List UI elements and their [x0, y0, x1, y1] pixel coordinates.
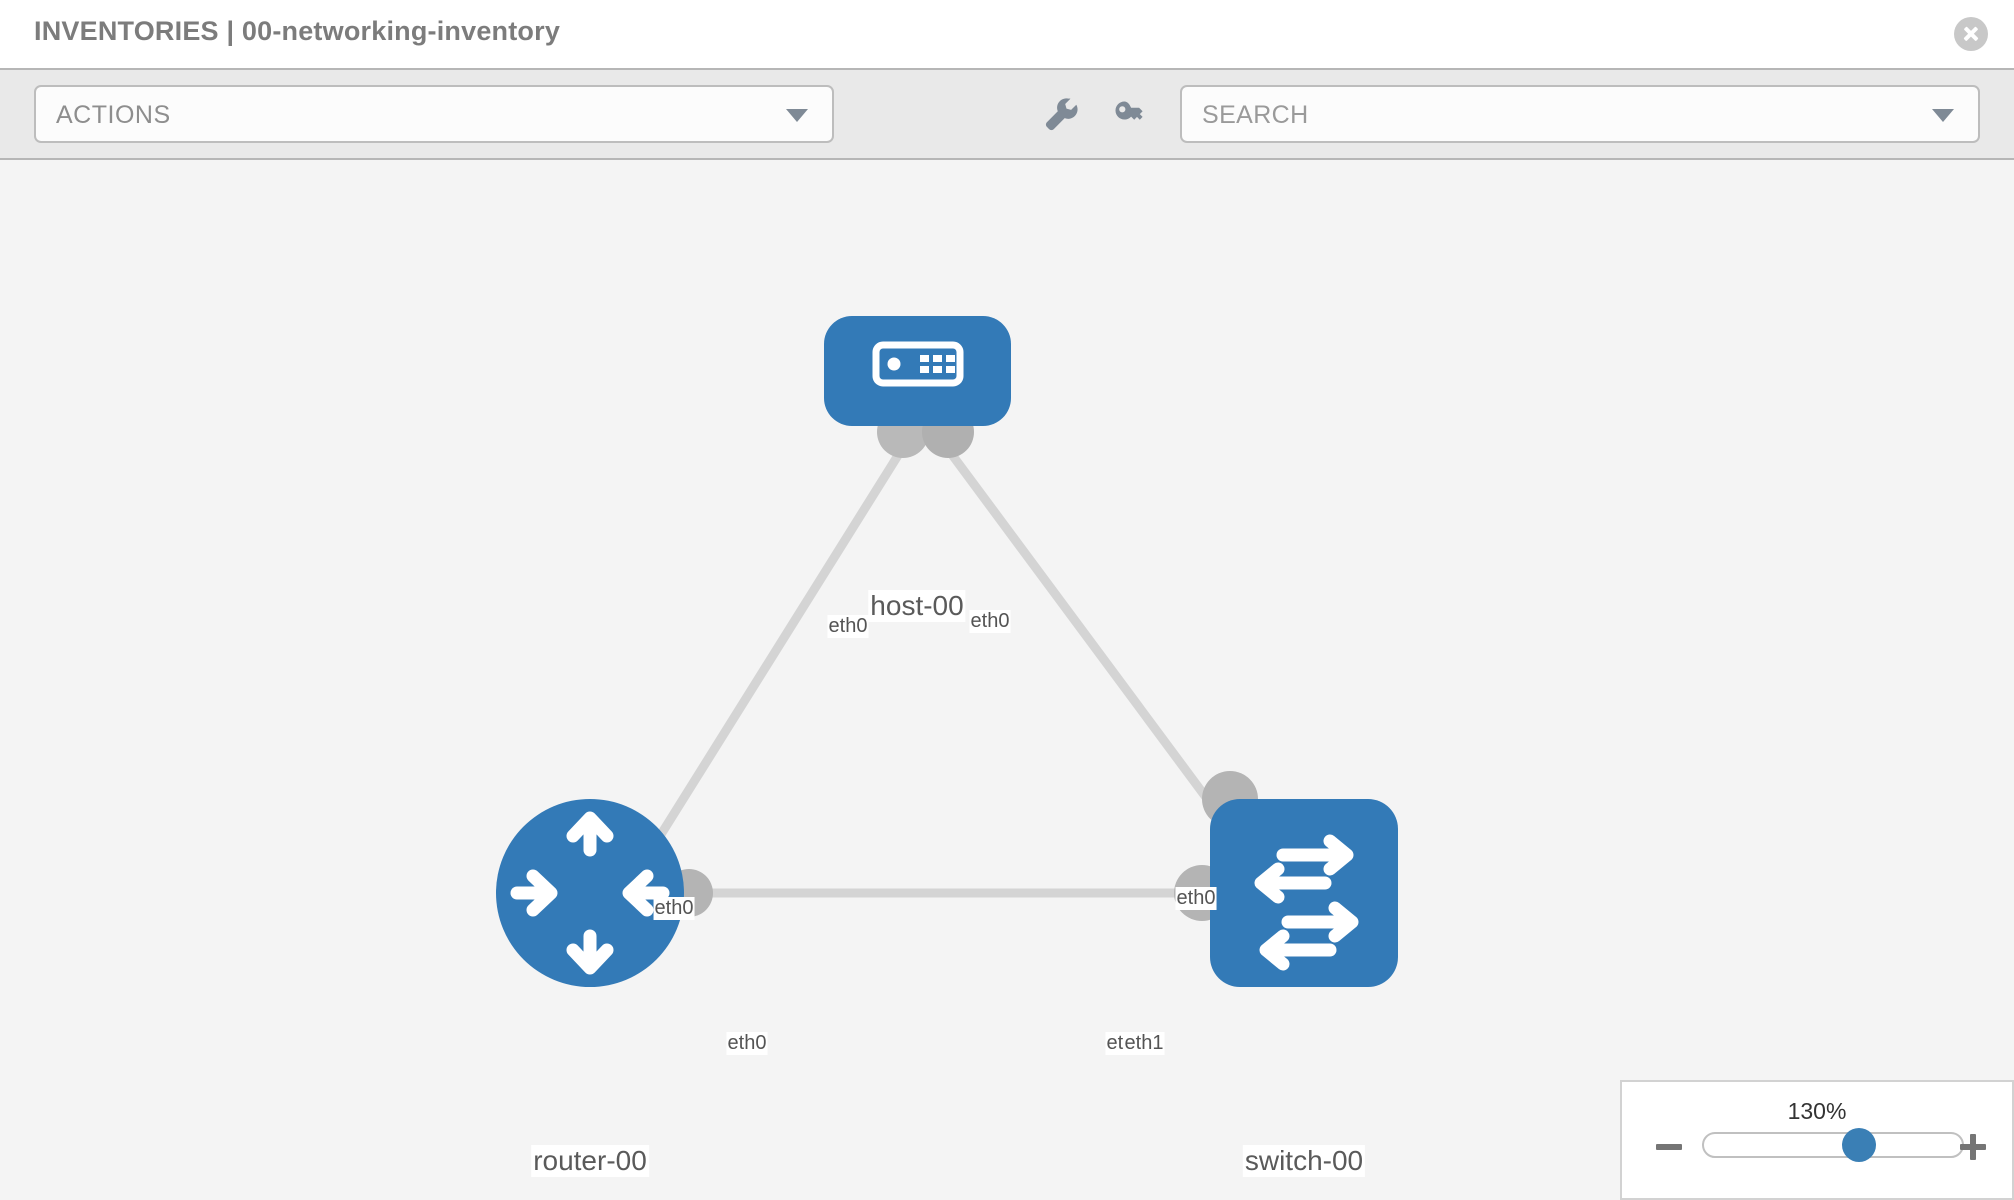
minus-icon[interactable]: [1652, 1130, 1686, 1164]
actions-dropdown-label: ACTIONS: [56, 101, 171, 129]
wrench-icon[interactable]: [1040, 92, 1084, 136]
router-arrows-icon: [510, 811, 670, 975]
zoom-slider-thumb[interactable]: [1841, 1128, 1876, 1162]
node-switch-00: [1210, 799, 1398, 987]
node-label-router-00: router-00: [531, 1145, 649, 1177]
actions-dropdown[interactable]: ACTIONS: [34, 85, 834, 143]
iface-label-host00-to-router00: eth0: [827, 615, 869, 638]
iface-label-switch00-to-host00: eth0: [1175, 887, 1217, 910]
link-host00-router00: [641, 422, 921, 863]
zoom-slider[interactable]: [1702, 1128, 1964, 1162]
iface-label-router00-to-host00: eth0: [653, 897, 695, 920]
close-icon[interactable]: [1954, 17, 1988, 51]
topology-canvas[interactable]: host-00 router-00 switch-00 eth0 eth0 et…: [0, 160, 2014, 1200]
search-input[interactable]: SEARCH: [1180, 85, 1980, 143]
node-label-switch-00: switch-00: [1242, 1145, 1366, 1177]
topology-links: [641, 422, 1249, 898]
plus-icon[interactable]: [1956, 1130, 1990, 1164]
server-icon: [872, 341, 964, 387]
node-host-00: [824, 316, 1011, 426]
page-title: INVENTORIES | 00-networking-inventory: [34, 16, 561, 46]
node-router-00: [496, 799, 684, 987]
iface-label-switch00-eth1: eth1: [1123, 1032, 1165, 1055]
interface-nubs: [665, 406, 1258, 921]
search-placeholder: SEARCH: [1202, 101, 1309, 129]
topology-graph: [496, 316, 1398, 987]
zoom-control-panel: 130%: [1620, 1080, 2014, 1200]
toolbar: ACTIONS SEARCH: [0, 68, 2014, 160]
zoom-level-value: 130%: [1787, 1098, 1847, 1124]
key-icon[interactable]: [1108, 92, 1152, 136]
link-host00-switch00: [926, 422, 1249, 853]
iface-label-host00-to-switch00: eth0: [969, 610, 1011, 633]
page-header: INVENTORIES | 00-networking-inventory: [0, 0, 2014, 68]
chevron-down-icon: [786, 109, 808, 122]
switch-arrows-icon: [1254, 834, 1359, 971]
node-label-host-00: host-00: [868, 590, 966, 622]
chevron-down-icon[interactable]: [1932, 109, 1954, 122]
iface-label-router00-eth0: eth0: [726, 1032, 768, 1055]
